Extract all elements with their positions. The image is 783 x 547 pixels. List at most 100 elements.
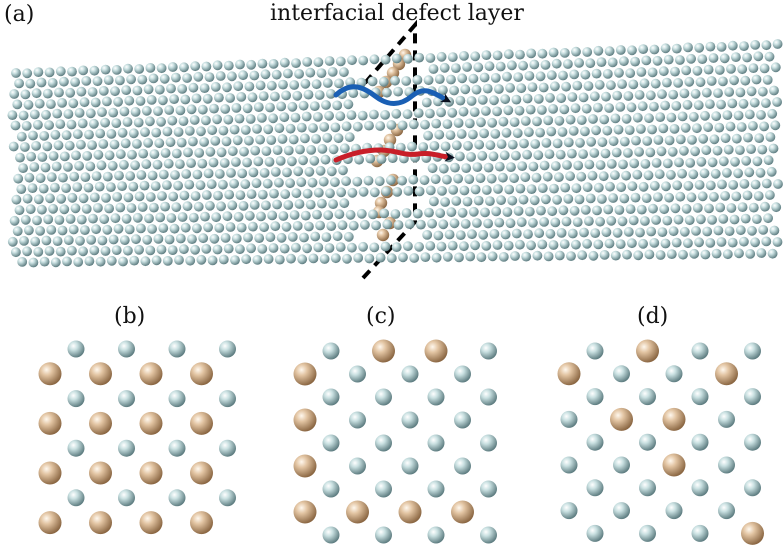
host-atom xyxy=(130,160,141,171)
host-atom xyxy=(12,99,23,110)
host-atom xyxy=(315,220,325,231)
host-atom xyxy=(595,160,606,170)
host-atom xyxy=(58,172,68,183)
host-atom xyxy=(563,59,573,69)
host-atom xyxy=(160,148,171,158)
host-atom xyxy=(89,65,100,76)
host-atom xyxy=(520,116,531,126)
defect-atom xyxy=(662,453,686,477)
host-atom xyxy=(141,105,152,116)
host-atom xyxy=(526,48,537,59)
host-atom xyxy=(129,255,140,266)
host-atom xyxy=(718,76,728,87)
host-atom xyxy=(684,215,695,226)
host-atom xyxy=(354,154,364,165)
host-atom xyxy=(70,77,80,87)
host-atom xyxy=(246,59,257,70)
host-atom xyxy=(586,479,604,497)
host-atom xyxy=(455,151,465,162)
host-atom xyxy=(301,111,312,122)
host-atom xyxy=(727,40,738,51)
figure-title: interfacial defect layer xyxy=(270,1,524,26)
host-atom xyxy=(735,87,746,98)
host-atom xyxy=(135,96,146,106)
host-atom xyxy=(649,180,660,191)
host-atom xyxy=(28,130,38,141)
host-atom xyxy=(753,191,764,201)
host-atom xyxy=(459,51,469,61)
host-atom xyxy=(324,243,335,253)
host-atom xyxy=(750,179,761,190)
host-atom xyxy=(358,55,369,66)
host-atom xyxy=(534,228,545,239)
panel-a-label: (a) xyxy=(4,2,34,27)
host-atom xyxy=(282,167,292,178)
host-atom xyxy=(131,234,141,245)
host-atom xyxy=(20,89,31,100)
host-atom xyxy=(180,94,191,105)
host-atom xyxy=(752,156,763,167)
host-atom xyxy=(555,149,566,160)
host-atom xyxy=(590,228,601,239)
host-atom xyxy=(533,94,544,104)
host-atom xyxy=(602,69,613,79)
host-atom xyxy=(627,181,638,192)
host-atom xyxy=(48,151,59,161)
host-atom xyxy=(446,207,457,218)
host-atom xyxy=(233,211,244,222)
host-atom xyxy=(9,89,20,99)
panel-b-label: (b) xyxy=(114,304,145,329)
host-atom xyxy=(225,222,236,232)
host-atom xyxy=(496,195,506,206)
host-atom xyxy=(614,205,625,215)
host-atom xyxy=(430,174,441,185)
host-atom xyxy=(726,64,736,74)
host-atom xyxy=(748,202,759,213)
host-atom xyxy=(168,439,186,457)
host-atom xyxy=(513,72,524,82)
host-atom xyxy=(80,225,90,236)
host-atom xyxy=(691,226,701,236)
host-atom xyxy=(82,151,93,161)
host-atom xyxy=(744,342,761,360)
host-atom xyxy=(744,109,755,120)
host-atom xyxy=(503,240,514,251)
host-atom xyxy=(150,181,161,192)
host-atom xyxy=(586,342,604,360)
host-atom xyxy=(585,193,596,204)
host-atom xyxy=(283,200,294,210)
host-atom xyxy=(257,244,268,254)
host-atom xyxy=(184,179,195,190)
host-atom xyxy=(310,231,321,242)
host-atom xyxy=(303,89,314,100)
host-atom xyxy=(450,162,460,173)
host-atom xyxy=(92,76,103,87)
host-atom xyxy=(649,101,659,112)
host-atom xyxy=(644,113,654,124)
host-atom xyxy=(59,204,70,215)
host-atom xyxy=(619,193,630,204)
host-atom xyxy=(33,67,44,77)
host-atom xyxy=(119,235,130,246)
host-atom xyxy=(141,159,152,170)
host-atom xyxy=(25,204,36,215)
host-atom xyxy=(665,502,683,520)
host-atom xyxy=(225,93,236,103)
host-atom xyxy=(397,175,407,186)
host-atom xyxy=(755,167,766,178)
host-atom xyxy=(440,141,451,152)
host-atom xyxy=(44,120,54,131)
host-atom xyxy=(279,112,290,123)
host-atom xyxy=(106,129,117,139)
host-atom xyxy=(473,195,484,206)
host-atom xyxy=(223,60,234,71)
host-atom xyxy=(43,214,54,225)
host-atom xyxy=(521,251,532,262)
host-atom xyxy=(375,480,392,498)
host-atom xyxy=(546,126,557,137)
host-atom xyxy=(639,524,656,542)
host-atom xyxy=(332,100,343,111)
host-atom xyxy=(510,251,520,261)
host-atom xyxy=(206,179,217,190)
host-atom xyxy=(64,140,75,151)
